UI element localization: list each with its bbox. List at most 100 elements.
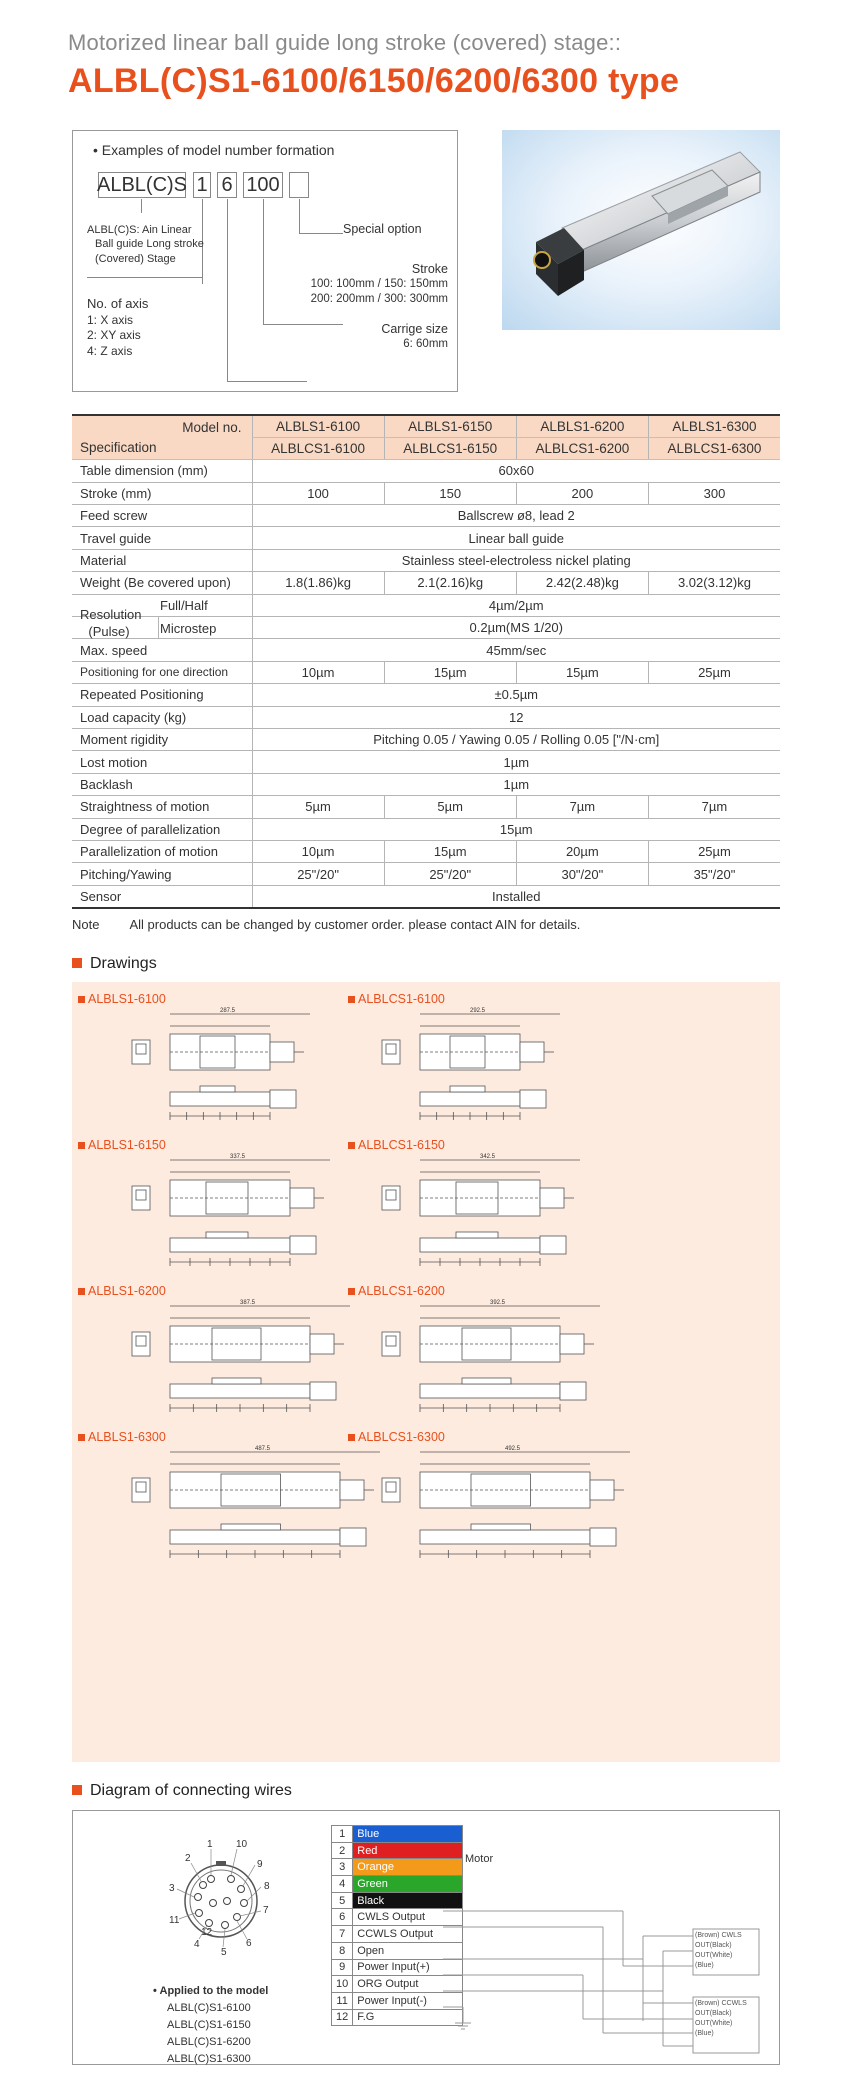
model-number-formation-box: • Examples of model number formation ALB…: [72, 130, 458, 392]
dimension-label: 387.5: [240, 1300, 256, 1306]
dimension-label: 487.5: [255, 1446, 271, 1452]
drawing-label: ALBLCS1-6150: [348, 1138, 445, 1152]
pin-number: 9: [330, 1958, 354, 1977]
axis-legend: No. of axis 1: X axis 2: XY axis 4: Z ax…: [87, 296, 149, 359]
header-corner: Model no. Specification: [72, 415, 252, 461]
pin-number: 5: [330, 1891, 354, 1910]
table-row: Table dimension (mm)60x60: [72, 459, 780, 483]
dimension-label: 292.5: [470, 1008, 486, 1014]
dimension-label: 287.5: [220, 1008, 236, 1014]
drawing-label: ALBLS1-6150: [78, 1138, 166, 1152]
wiring-heading: Diagram of connecting wires: [72, 1782, 292, 1800]
dimension-label: 492.5: [505, 1446, 521, 1452]
svg-text:1: 1: [207, 1839, 213, 1850]
table-row: Resolution (Pulse) Full/Half 4µm/2µm: [72, 594, 780, 639]
table-header-row: ALBLCS1-6100 ALBLCS1-6150 ALBLCS1-6200 A…: [72, 437, 780, 461]
wire-signal: Black: [352, 1891, 464, 1910]
model-header: ALBLS1-6100: [251, 415, 385, 438]
dimension-label: 337.5: [230, 1154, 246, 1160]
pin-number: 11: [330, 1991, 354, 2010]
pin-number: 2: [330, 1841, 354, 1860]
pin-number: 8: [330, 1941, 354, 1960]
wire-signal: Red: [352, 1841, 464, 1860]
model-box-stroke: 100: [243, 172, 283, 198]
model-header: ALBLCS1-6200: [515, 437, 649, 461]
technical-drawing: 342.5: [381, 1154, 580, 1266]
table-row: Repeated Positioning±0.5µm: [72, 683, 780, 707]
svg-text:2: 2: [185, 1853, 191, 1864]
svg-text:11: 11: [169, 1915, 180, 1926]
wire-signal: Orange: [352, 1858, 464, 1877]
page-subtitle: Motorized linear ball guide long stroke …: [68, 30, 622, 55]
svg-text:12: 12: [201, 1927, 213, 1938]
table-row: Microstep 0.2µm(MS 1/20): [72, 616, 780, 640]
svg-text:8: 8: [264, 1881, 270, 1892]
technical-drawing: 492.5: [381, 1446, 630, 1558]
pin-number: 3: [330, 1858, 354, 1877]
svg-text:7: 7: [263, 1905, 269, 1916]
table-row: Load capacity (kg)12: [72, 706, 780, 729]
technical-drawing: 387.5: [131, 1300, 350, 1412]
page-title: ALBL(C)S1-6100/6150/6200/6300 type: [68, 62, 680, 100]
pin-number: 4: [330, 1875, 354, 1893]
svg-text:4: 4: [194, 1939, 200, 1950]
svg-text:10: 10: [236, 1839, 248, 1850]
motor-label: Motor: [465, 1853, 494, 1865]
series-description: ALBL(C)S: Ain Linear Ball guide Long str…: [87, 224, 204, 265]
pin-number: 6: [330, 1908, 354, 1927]
table-header-row: Model no. Specification ALBLS1-6100 ALBL…: [72, 415, 780, 461]
model-header: ALBLCS1-6150: [383, 437, 517, 461]
wire-signal: Blue: [352, 1825, 464, 1843]
technical-drawing: 287.5: [131, 1008, 310, 1120]
wire-signal: CCWLS Output: [352, 1925, 464, 1943]
wire-signal: Power Input(-): [352, 1991, 464, 2010]
drawing-label: ALBLCS1-6200: [348, 1284, 445, 1298]
wire-signal: F.G: [352, 2008, 464, 2027]
dimension-label: 392.5: [490, 1300, 506, 1306]
svg-text:3: 3: [169, 1883, 175, 1894]
model-header: ALBLS1-6150: [383, 415, 517, 438]
product-photo: [502, 130, 780, 330]
model-box-series: ALBL(C)S: [97, 172, 187, 198]
technical-drawing: 487.5: [131, 1446, 380, 1558]
drawing-label: ALBLS1-6200: [78, 1284, 166, 1298]
model-box-option: [289, 172, 309, 198]
model-box-axis: 1: [193, 172, 211, 198]
wire-signal: Green: [352, 1875, 464, 1893]
model-header: ALBLCS1-6100: [251, 437, 385, 461]
sensor-wiring-lines: [443, 1910, 760, 2054]
drawing-label: ALBLCS1-6100: [348, 992, 445, 1006]
pin-number: 10: [330, 1975, 354, 1993]
drawing-label: ALBLCS1-6300: [348, 1430, 445, 1444]
technical-drawing: 392.5: [381, 1300, 600, 1412]
sensor-cw: (Brown) CWLS OUT(Black) OUT(White) (Blue…: [695, 1932, 742, 1970]
technical-drawing: 337.5: [131, 1154, 330, 1266]
